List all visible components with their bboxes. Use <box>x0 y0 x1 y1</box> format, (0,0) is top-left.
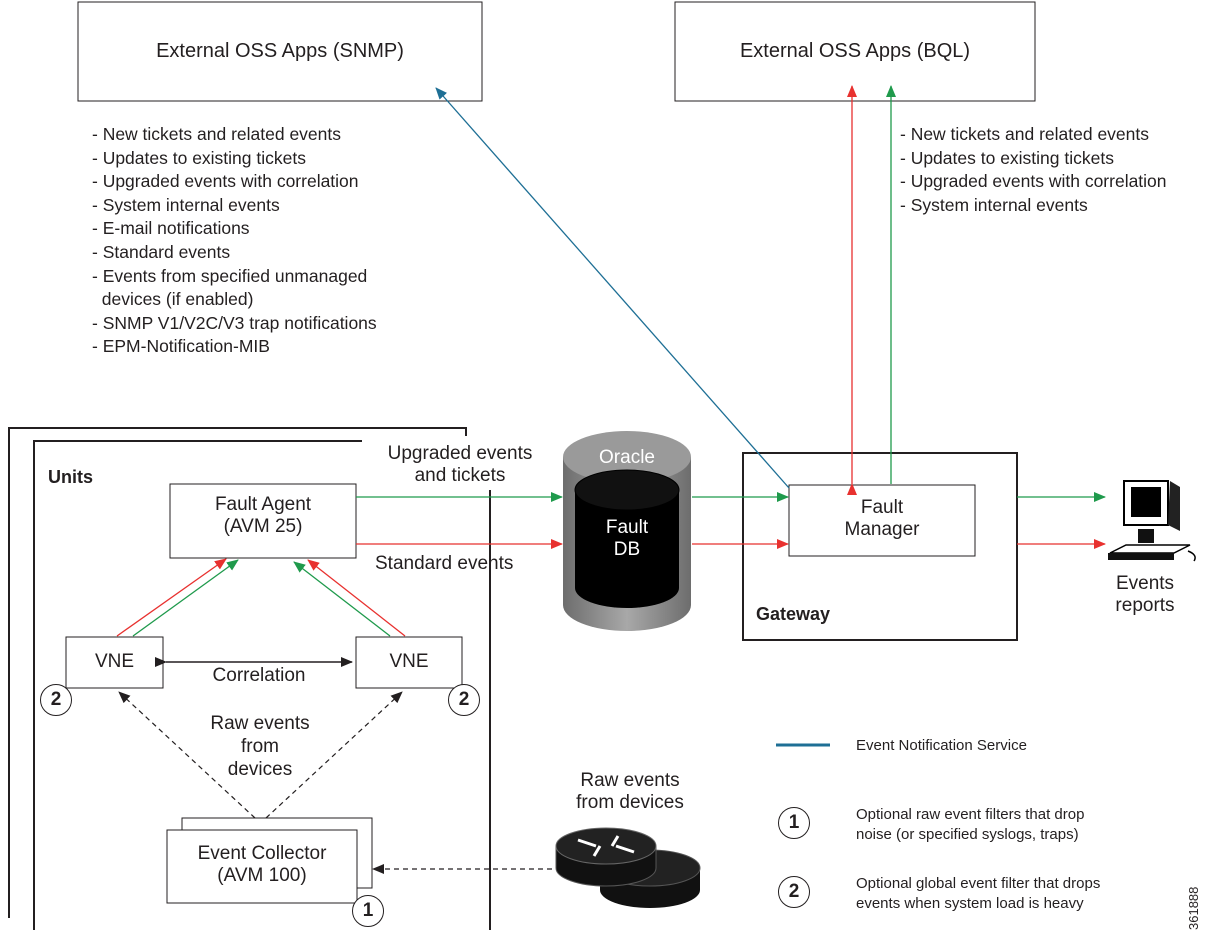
arrow-vne-right-red <box>307 559 406 637</box>
external-oss-bql-label: External OSS Apps (BQL) <box>739 40 971 62</box>
event-collector-box <box>166 829 358 904</box>
events-reports-label: Events reports <box>1090 573 1200 617</box>
standard-events-label: Standard events <box>375 553 514 574</box>
snmp-bullet: - Updates to existing tickets <box>92 147 306 168</box>
upgraded-events-label: Upgraded events and tickets <box>362 443 558 487</box>
legend-filter2-line1: Optional global event filter that drops <box>856 875 1101 892</box>
oracle-db-cylinder <box>563 431 691 631</box>
snmp-bullet: - Upgraded events with correlation <box>92 171 359 192</box>
event-collector-line1: Event Collector <box>197 843 327 864</box>
fault-db-label: Fault DB <box>575 517 679 561</box>
arrow-vne-left-green <box>132 559 239 637</box>
legend-filter1-line1: Optional raw event filters that drop <box>856 806 1085 823</box>
event-collector-label: Event Collector (AVM 100) <box>167 843 357 887</box>
bql-bullet: - System internal events <box>900 194 1088 215</box>
raw-outside-line1: Raw events <box>580 770 680 791</box>
router-icon <box>555 827 701 908</box>
snmp-bullet-list: - New tickets and related events - Updat… <box>92 123 377 359</box>
events-reports-line2: reports <box>1115 594 1175 616</box>
raw-events-inside-label: Raw events from devices <box>190 713 330 781</box>
units-frame-back <box>8 427 467 918</box>
raw-events-outside-label: Raw events from devices <box>545 770 715 814</box>
snmp-bullet: - Events from specified unmanaged <box>92 265 368 286</box>
upgraded-line1: Upgraded events <box>387 443 533 464</box>
fault-manager-line1: Fault <box>860 497 904 518</box>
fault-manager-label: Fault Manager <box>789 497 975 541</box>
arrow-raw-to-vne-left <box>118 691 256 819</box>
external-oss-snmp-label: External OSS Apps (SNMP) <box>156 40 404 62</box>
legend-filter2-line2: events when system load is heavy <box>856 895 1084 912</box>
snmp-bullet: - SNMP V1/V2C/V3 trap notifications <box>92 312 377 333</box>
fault-db-line2: DB <box>613 538 641 560</box>
event-collector-line2: (AVM 100) <box>217 864 307 886</box>
figure-id: 361888 <box>1186 886 1201 930</box>
filter-2-badge-left: 2 <box>40 684 72 716</box>
upgraded-line2: and tickets <box>414 464 506 486</box>
arrow-ens-to-snmp <box>435 87 790 489</box>
raw-inside-line1: Raw events <box>210 713 310 734</box>
arrow-raw-to-vne-right <box>265 691 403 819</box>
vne-right-label: VNE <box>389 651 429 672</box>
legend-filter1-line2: noise (or specified syslogs, traps) <box>856 826 1079 843</box>
arrow-vne-left-red <box>116 558 227 637</box>
filter-1-badge: 1 <box>352 895 384 927</box>
arrow-vne-right-green <box>293 561 391 637</box>
gateway-label: Gateway <box>756 604 831 624</box>
fault-manager-box <box>788 484 976 557</box>
vne-box-right <box>355 636 463 689</box>
fault-db-line1: Fault <box>605 517 649 538</box>
raw-outside-line2: from devices <box>576 791 684 813</box>
legend-badge-1: 1 <box>778 807 810 839</box>
legend-badge-2: 2 <box>778 876 810 908</box>
vne-box-left <box>65 636 164 689</box>
external-oss-bql-box <box>674 1 1036 102</box>
computer-icon <box>1108 480 1196 562</box>
events-reports-line1: Events <box>1115 573 1175 594</box>
bql-bullet: - Upgraded events with correlation <box>900 171 1167 192</box>
raw-inside-line3: devices <box>227 758 293 780</box>
snmp-bullet: - Standard events <box>92 241 231 262</box>
snmp-bullet: - New tickets and related events <box>92 124 342 144</box>
snmp-bullet: - EPM-Notification-MIB <box>92 336 270 357</box>
bql-bullet: - New tickets and related events <box>900 124 1150 144</box>
fault-agent-label: Fault Agent (AVM 25) <box>170 494 356 538</box>
legend-filter1-text: Optional raw event filters that drop noi… <box>856 805 1084 845</box>
units-frame-front <box>33 440 491 930</box>
fault-manager-line2: Manager <box>844 518 920 540</box>
vne-left-label: VNE <box>94 651 135 672</box>
correlation-label: Correlation <box>212 665 306 686</box>
oracle-label: Oracle <box>599 447 655 468</box>
snmp-bullet: devices (if enabled) <box>92 289 254 310</box>
fault-agent-line2: (AVM 25) <box>223 515 303 537</box>
legend-filter2-text: Optional global event filter that drops … <box>856 874 1100 914</box>
fault-agent-box <box>169 483 357 559</box>
units-label: Units <box>48 467 93 487</box>
snmp-bullet: - System internal events <box>92 194 280 215</box>
bql-bullet: - Updates to existing tickets <box>900 147 1114 168</box>
filter-2-badge-right: 2 <box>448 684 480 716</box>
external-oss-snmp-box <box>77 1 483 102</box>
bql-bullet-list: - New tickets and related events - Updat… <box>900 123 1167 217</box>
snmp-bullet: - E-mail notifications <box>92 218 250 239</box>
raw-inside-line2: from <box>241 735 279 757</box>
legend-ens-text: Event Notification Service <box>856 737 1027 754</box>
fault-agent-line1: Fault Agent <box>214 494 312 515</box>
